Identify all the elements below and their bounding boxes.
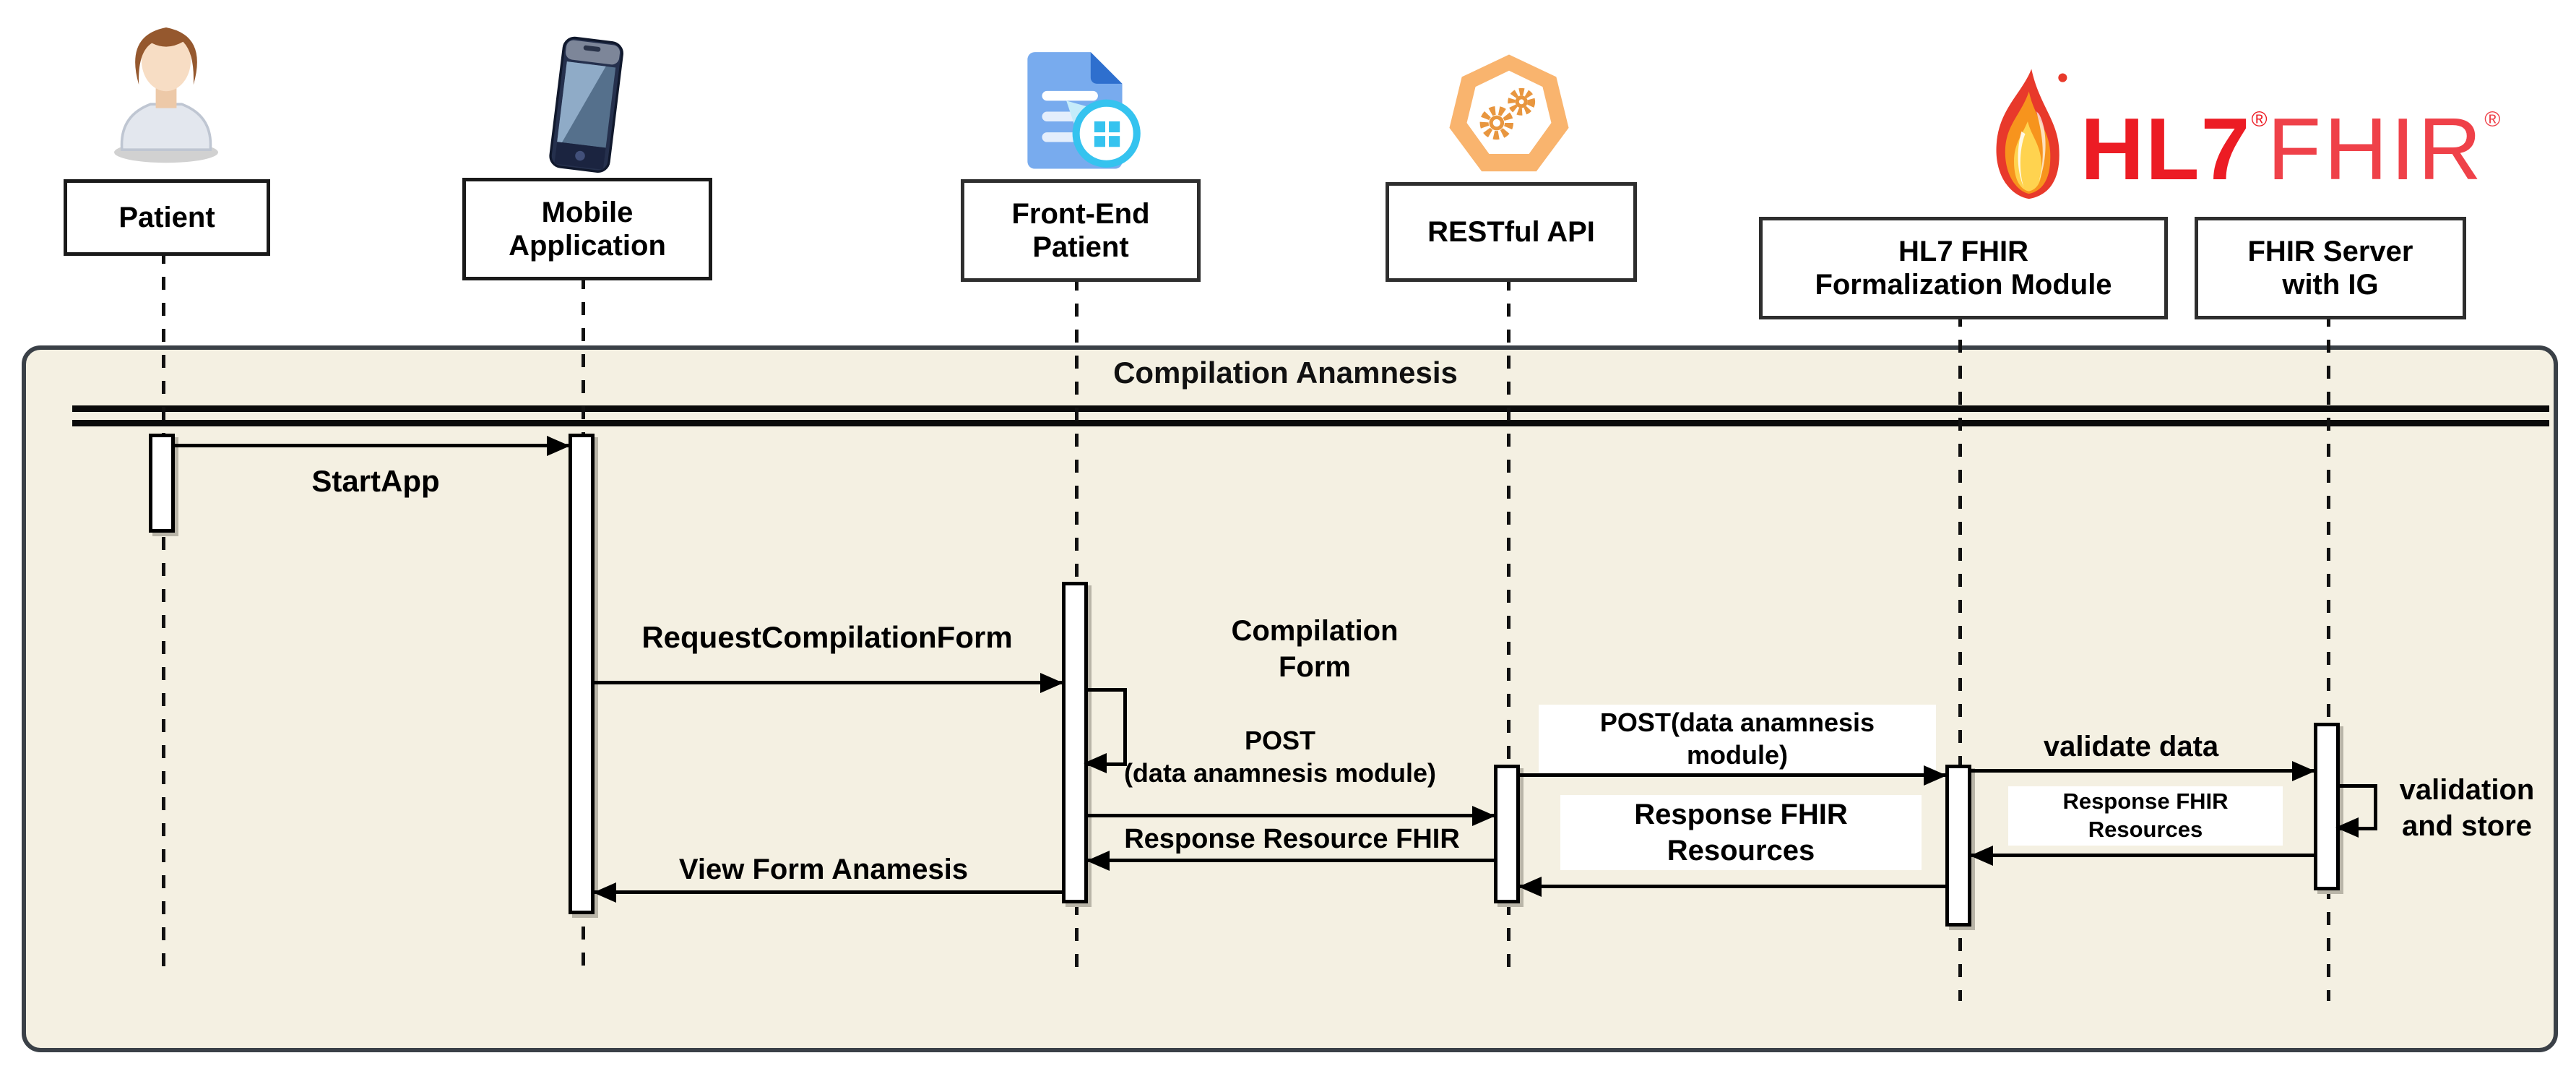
arrowhead-icon [1970,845,1993,866]
message-response-fhir-resources-server-label: Response FHIR Resources [2008,786,2283,846]
interaction-frame [22,345,2558,1052]
hl7-fhir-logo-text: HL7®FHIR® [2080,105,2500,193]
message-validation-store-label: validation and store [2399,774,2535,842]
registered-mark: ® [2484,108,2501,132]
message-response-resource-fhir-arrow [1086,850,1494,871]
activation-frontend [1062,582,1088,903]
activation-hl7 [1945,765,1971,927]
lifeline-patient [162,251,165,976]
arrowhead-icon [547,435,570,456]
arrowhead-icon [1086,850,1110,871]
document-form-icon [1027,52,1141,169]
registered-mark: ® [2251,108,2268,132]
hl7-fhir-flame-icon [1996,69,2067,199]
arrowhead-icon [1472,805,1495,826]
message-request-compilation-form-label: RequestCompilationForm [641,620,1013,654]
message-view-form-anamesis-label: View Form Anamesis [678,854,969,885]
divider-line-bottom [72,420,2549,426]
person-icon [114,27,218,163]
activation-mobile [569,434,595,914]
fhir-logo-text: FHIR [2267,100,2485,198]
actor-box-front-end-patient: Front-End Patient [961,179,1201,282]
server-self-loop [2335,784,2377,838]
actor-box-restful-api: RESTful API [1386,182,1637,282]
actor-label: Patient [118,202,215,233]
actor-box-patient: Patient [64,179,270,256]
message-compilation-form-label: Compilation Form [1231,615,1399,683]
hl7-logo-text: HL7 [2080,100,2252,198]
arrowhead-icon [1924,765,1947,786]
message-response-fhir-resources-api-arrow [1518,876,1945,897]
arrowhead-icon [593,882,616,903]
actor-label: Front-End Patient [1011,198,1150,263]
message-response-fhir-resources-api-label: Response FHIR Resources [1560,795,1922,870]
message-startapp-arrow [175,435,570,456]
arrowhead-icon [2335,817,2359,838]
arrowhead-icon [1518,876,1542,897]
message-validate-data-arrow [1971,760,2315,781]
lifeline-restful [1507,278,1510,976]
activation-restful [1494,765,1520,903]
arrowhead-icon [1040,672,1063,693]
lifeline-server [2327,314,2330,1001]
api-gears-icon [1449,54,1569,172]
arrowhead-icon [2292,760,2315,781]
arrowhead-icon [1084,753,1107,773]
lifeline-hl7 [1958,314,1962,1001]
frontend-self-loop [1084,688,1127,773]
message-validate-data-label: validate data [2043,731,2219,762]
message-view-form-anamesis-arrow [593,882,1062,903]
actor-box-fhir-server-with-ig: FHIR Server with IG [2195,217,2466,319]
message-response-resource-fhir-label: Response Resource FHIR [1124,824,1460,854]
message-response-fhir-resources-server-arrow [1970,845,2314,866]
activation-server [2314,723,2340,890]
divider-line-top [72,405,2549,412]
actor-label: FHIR Server with IG [2247,236,2413,301]
actor-label: RESTful API [1427,216,1595,248]
actor-label: Mobile Application [509,197,666,262]
message-post-api-label: POST(data anamnesis module) [1539,705,1936,773]
actor-box-mobile-application: Mobile Application [462,178,712,280]
message-post-front-label: POST (data anamnesis module) [1123,726,1437,788]
actor-label: HL7 FHIR Formalization Module [1815,236,2112,301]
message-startapp-label: StartApp [311,464,440,498]
activation-patient [149,434,175,533]
smartphone-icon [549,36,623,173]
message-post-api-arrow [1520,765,1947,786]
frame-title: Compilation Anamnesis [1113,356,1458,390]
message-request-compilation-form-arrow [595,672,1063,693]
actor-box-hl7-fhir-formalization-module: HL7 FHIR Formalization Module [1759,217,2168,319]
message-post-front-arrow [1088,805,1495,826]
